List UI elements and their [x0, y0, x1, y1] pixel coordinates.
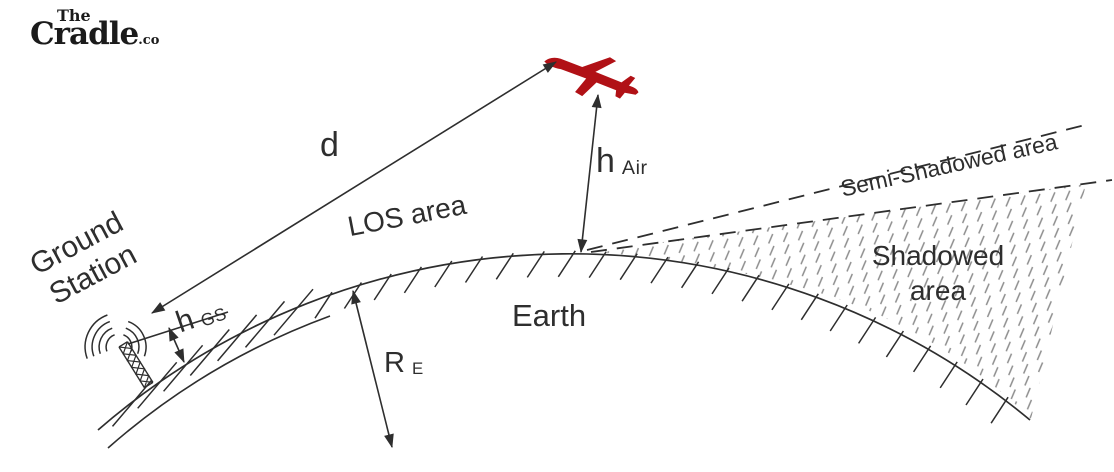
shadow-region-fill — [590, 184, 1086, 419]
antenna-tower-icon — [118, 341, 154, 389]
semi-shadow-upper-dashed-line — [586, 123, 1090, 251]
label-distance: d — [320, 126, 339, 164]
label-shadowed-area: Shadowed area — [838, 238, 1038, 308]
label-shadowed-line1: Shadowed — [871, 240, 1005, 271]
radio-waves-icon — [84, 314, 147, 359]
distance-arrow — [151, 61, 557, 314]
altitude-arrow — [577, 93, 602, 254]
label-h-air-sub: Air — [621, 157, 648, 179]
label-h-air-main: h — [596, 142, 615, 180]
ground-height-arrow — [168, 326, 185, 364]
shadow-lower-dashed-line — [590, 179, 1113, 253]
label-h-air: h Air — [596, 142, 648, 181]
brand-the: The — [57, 6, 91, 25]
earth-inner-line — [107, 315, 331, 449]
airplane-icon — [544, 57, 639, 99]
label-earth-radius-sub: E — [411, 359, 424, 378]
label-shadowed-line2: area — [909, 275, 967, 306]
label-earth-radius-main: R — [384, 347, 405, 379]
label-earth: Earth — [512, 298, 587, 333]
brand-name: Cradle — [30, 16, 139, 52]
brand-tld: .co — [138, 33, 160, 48]
earth-radius-arrow — [351, 289, 394, 449]
